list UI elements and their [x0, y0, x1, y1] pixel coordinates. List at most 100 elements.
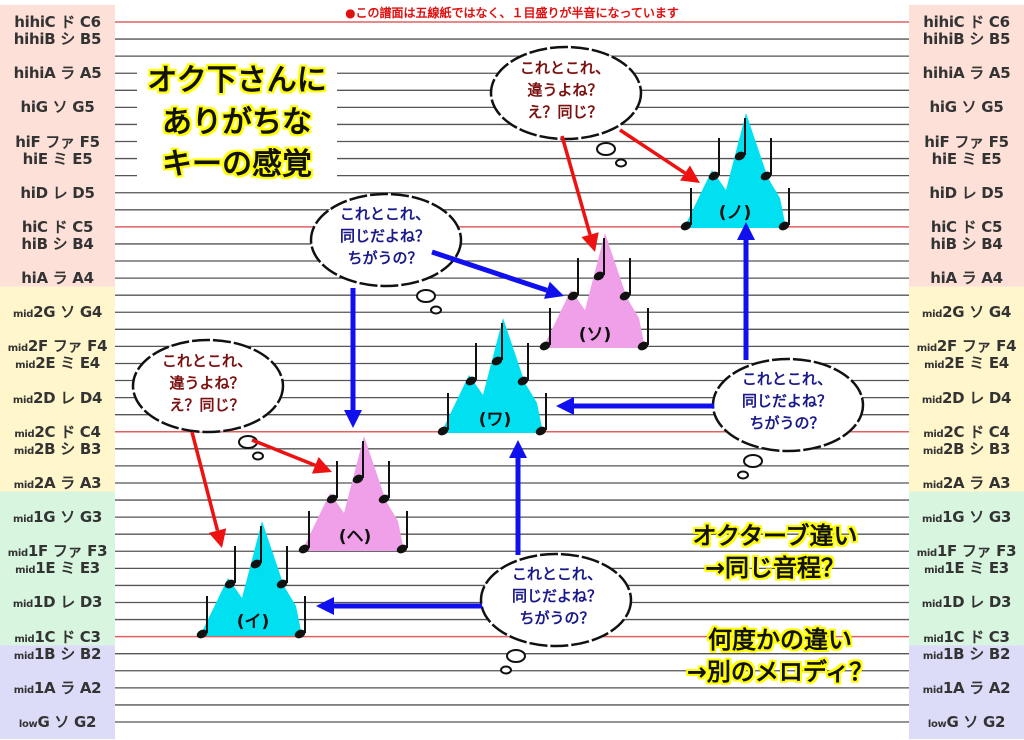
arrow-head-blue-center-right — [544, 281, 564, 299]
bubble-line: これとこれ、 — [741, 370, 833, 388]
note-label-text: G ソ G2 — [37, 713, 97, 731]
note-label-text: hihiA ラ A5 — [13, 64, 102, 83]
note-label-text: 2A ラ A3 — [942, 473, 1011, 492]
note-head — [593, 271, 605, 281]
bubble-tail — [500, 665, 512, 675]
note-label-text: 2D レ D4 — [941, 388, 1012, 407]
bubble-tail — [743, 454, 763, 468]
note-label-prefix: low — [18, 719, 38, 730]
note-label: mid1F ファ F3 — [909, 542, 1024, 563]
note-head — [294, 629, 306, 639]
note-label: mid2A ラ A3 — [0, 474, 115, 495]
note-label: mid1D レ D3 — [0, 593, 115, 614]
arrow-shaft-red-top-2 — [619, 128, 686, 175]
side-zone-left-1 — [0, 286, 115, 492]
note-label-prefix: mid — [923, 428, 944, 440]
octave-note: オクターブ違い →同じ音程？ — [660, 520, 890, 584]
note-label: mid1B シ B2 — [909, 645, 1024, 666]
note-label-text: hiB シ B4 — [930, 234, 1003, 253]
degree-note-line-1: 何度かの違い — [708, 626, 852, 654]
note-label-prefix: mid — [14, 633, 35, 645]
note-head — [378, 494, 390, 504]
note-label-text: hiA ラ A4 — [21, 269, 94, 288]
note-label-text: hiD レ D5 — [929, 183, 1004, 202]
note-label: hiC ド C5 — [0, 218, 115, 236]
degree-note-line-2: →別のメロディ？ — [686, 658, 874, 686]
note-label: hiB シ B4 — [909, 235, 1024, 253]
note-label-text: 1F ファ F3 — [27, 542, 108, 561]
note-head — [734, 151, 746, 161]
bubble-tail — [252, 451, 264, 461]
side-zone-right-1 — [909, 286, 1024, 492]
note-head — [708, 171, 720, 181]
note-label-text: hihiA ラ A5 — [922, 64, 1011, 83]
motif-shape-wa — [441, 318, 543, 433]
bubble-line: え？同じ？ — [169, 396, 245, 414]
bubble-text-right: これとこれ、 同じだよね？ ちがうの？ — [722, 368, 852, 434]
arrow-head-blue-right-left — [556, 397, 574, 415]
arrow-head-blue-bottom-up — [509, 440, 527, 458]
arrow-shaft-red-left-2 — [251, 438, 316, 467]
note-label: mid1G ソ G3 — [909, 508, 1024, 529]
bubble-line: 同じだよね？ — [339, 227, 430, 245]
motif-shape-i — [200, 521, 302, 636]
note-label: hihiA ラ A5 — [0, 64, 115, 82]
bubble-text-bottom: これとこれ、 同じだよね？ ちがうの？ — [492, 563, 622, 629]
motif-label-he: (ヘ) — [338, 527, 372, 547]
note-label-text: 2G ソ G4 — [942, 303, 1011, 322]
note-head — [637, 341, 649, 351]
bubble-line: これとこれ、 — [339, 205, 431, 223]
note-label-text: 2C ド C4 — [34, 422, 101, 441]
note-label-text: hihiB シ B5 — [922, 30, 1011, 49]
note-head — [250, 559, 262, 569]
motif-shape-so — [543, 233, 645, 348]
note-label: mid2F ファ F4 — [909, 337, 1024, 358]
note-label: mid1E ミ E3 — [909, 559, 1024, 580]
note-label-text: hiE ミ E5 — [22, 149, 93, 168]
bubble-line: 違うよね？ — [527, 81, 603, 99]
note-head — [539, 341, 551, 351]
note-label-text: 1G ソ G3 — [942, 508, 1011, 527]
note-label: mid2G ソ G4 — [0, 303, 115, 324]
note-label: mid2A ラ A3 — [909, 474, 1024, 495]
note-label: hiC ド C5 — [909, 218, 1024, 236]
note-label: lowG ソ G2 — [0, 713, 115, 734]
note-label-text: hiC ド C5 — [21, 217, 94, 236]
note-label: mid2G ソ G4 — [909, 303, 1024, 324]
bubble-line: これとこれ、 — [519, 59, 611, 77]
title-line-2: ありがちな — [162, 105, 312, 140]
note-label-prefix: low — [927, 719, 947, 730]
note-label: mid1G ソ G3 — [0, 508, 115, 529]
note-label-text: G ソ G2 — [946, 713, 1006, 731]
degree-note: 何度かの違い →別のメロディ？ — [665, 624, 895, 688]
note-label-text: 1E ミ E3 — [944, 559, 1009, 578]
arrow-head-blue-center-down — [344, 410, 362, 428]
note-head — [491, 356, 503, 366]
bubble-line: ちがうの？ — [519, 609, 595, 627]
note-label-text: hihiC ド C6 — [923, 13, 1010, 31]
note-label-prefix: mid — [13, 684, 34, 696]
note-label-prefix: mid — [15, 565, 36, 577]
motif-shape-he — [302, 436, 404, 551]
note-label-prefix: mid — [13, 445, 34, 457]
note-head — [778, 221, 790, 231]
note-label: mid2C ド C4 — [909, 423, 1024, 444]
note-label: mid1E ミ E3 — [0, 559, 115, 580]
speech-bubble-top — [489, 45, 643, 141]
note-label: mid2F ファ F4 — [0, 337, 115, 358]
note-label-prefix: mid — [922, 684, 943, 696]
note-label-prefix: mid — [922, 445, 943, 457]
bubble-text-top: これとこれ、 違うよね？ え？同じ？ — [500, 57, 630, 123]
bubble-tail — [737, 470, 749, 480]
note-label: mid2E ミ E4 — [0, 354, 115, 375]
arrow-shaft-red-left — [190, 431, 220, 532]
note-head — [352, 474, 364, 484]
side-zone-left-2 — [0, 491, 115, 646]
note-label-text: hiF ファ F5 — [15, 132, 100, 151]
motif-label-wa: (ワ) — [478, 410, 512, 430]
note-label-text: 2C ド C4 — [943, 422, 1010, 441]
note-head — [437, 426, 449, 436]
note-label-text: 1C ド C3 — [943, 627, 1010, 646]
note-label-prefix: mid — [923, 633, 944, 645]
arrow-head-red-left-2 — [311, 456, 332, 474]
